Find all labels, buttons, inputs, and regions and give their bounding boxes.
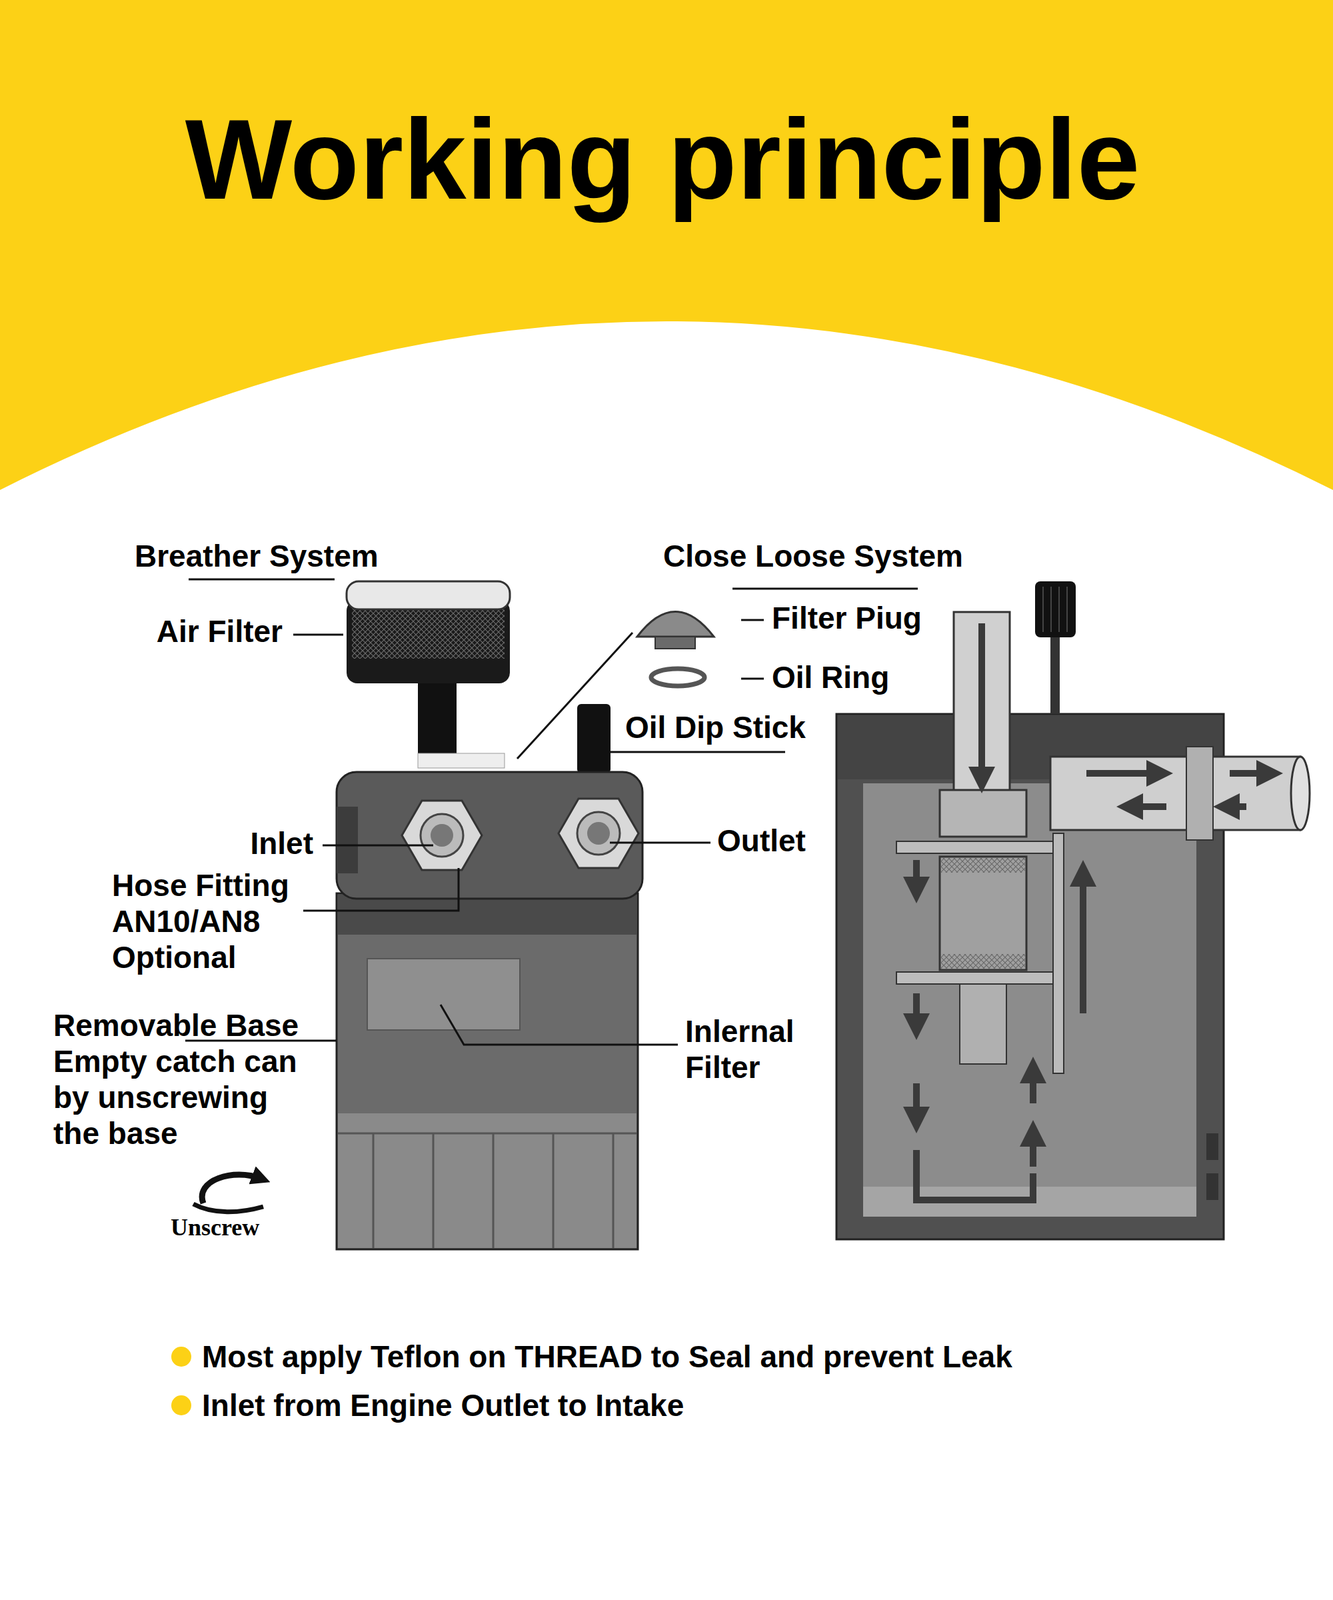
head-notch — [336, 806, 358, 874]
part-note: Hose Fitting AN10/AN8 Optional — [111, 867, 326, 976]
part-label: Inlernal Filter — [685, 1013, 839, 1086]
bullet-note: Inlet from Engine Outlet to Intake — [201, 1384, 684, 1425]
leader-line — [609, 841, 711, 844]
part-label: Filter Piug — [771, 599, 922, 636]
bullet-dot — [171, 1346, 192, 1367]
flow-arrow — [913, 1083, 920, 1120]
collar — [939, 789, 1027, 837]
can-body — [336, 893, 638, 1250]
flow-arrow — [1079, 873, 1087, 1014]
base-ribs — [337, 1133, 637, 1248]
page-title: Working principle — [0, 102, 1330, 216]
can-base — [337, 1113, 637, 1248]
flow-path — [916, 1149, 1034, 1200]
leader-line — [741, 677, 764, 680]
housing-chamber — [863, 783, 1197, 1217]
leader-lines — [185, 579, 918, 1045]
return-channel — [1053, 833, 1064, 1074]
outlet-nut — [1186, 746, 1214, 840]
flow-arrow — [913, 993, 920, 1027]
outlet-hole — [587, 821, 610, 845]
leader-line — [603, 751, 786, 754]
part-note: Removable Base Empty catch can by unscre… — [53, 1007, 314, 1152]
part-label: Inlet — [249, 825, 314, 862]
section-heading: Close Loose System — [663, 537, 964, 574]
leader-line — [517, 632, 633, 759]
unscrew-swoosh — [193, 1203, 264, 1212]
part-label: Air Filter — [156, 613, 283, 650]
leader-line — [322, 844, 434, 847]
leader-line — [303, 867, 459, 911]
dip-stick-shaft — [1050, 637, 1060, 714]
flow-arrow — [978, 623, 986, 780]
flow-arrow — [1229, 769, 1270, 777]
outlet-nipple — [577, 811, 620, 855]
air-filter-body — [346, 599, 510, 684]
leader-line — [293, 633, 344, 636]
inlet-pipe — [953, 611, 1010, 796]
flow-arrow — [1226, 803, 1247, 810]
leader-line — [188, 578, 335, 581]
leader-line — [741, 619, 764, 622]
filter-plug-thread — [655, 636, 696, 649]
filter-mesh — [941, 857, 1026, 873]
outlet-pipe — [1050, 756, 1301, 830]
leader-line — [732, 587, 918, 590]
flow-arrow — [1086, 769, 1160, 777]
oil-ring — [651, 668, 705, 686]
filter-mesh — [941, 953, 1026, 969]
knob-ridges — [1043, 586, 1068, 632]
breather-stem — [417, 683, 457, 757]
flow-arrow — [1029, 1069, 1037, 1104]
dip-stick — [577, 703, 611, 774]
unscrew-arrow — [201, 1174, 262, 1204]
inlet-nipple — [420, 813, 464, 857]
baffle — [896, 841, 1057, 854]
part-label: Oil Ring — [771, 659, 890, 696]
inner-filter — [939, 856, 1027, 970]
housing-slot — [1206, 1173, 1219, 1200]
baffle — [896, 971, 1057, 984]
inlet-hole — [430, 823, 454, 847]
flow-arrow — [913, 859, 920, 890]
dip-stick-knob — [1035, 581, 1076, 638]
part-label: Outlet — [717, 822, 806, 859]
air-filter-cap — [346, 581, 510, 610]
filter-plug-head — [637, 611, 714, 638]
air-filter-mesh — [351, 607, 505, 659]
flow-arrow — [1129, 803, 1167, 810]
outlet-end — [1291, 756, 1310, 830]
outlet-fitting — [558, 798, 639, 868]
can-head — [336, 771, 643, 899]
icon-label: Unscrew — [170, 1212, 260, 1242]
internal-filter-window — [367, 958, 520, 1030]
housing-slot — [1206, 1133, 1219, 1160]
can-band — [337, 894, 637, 935]
breather-neck — [417, 753, 505, 768]
yellow-header — [0, 0, 1333, 490]
drop-tube — [959, 983, 1007, 1064]
section-heading: Breather System — [134, 537, 379, 574]
bullet-dot — [171, 1394, 192, 1415]
leader-line — [440, 1004, 678, 1045]
part-label: Oil Dip Stick — [625, 709, 806, 746]
flow-arrow — [1029, 1133, 1037, 1167]
inlet-fitting — [401, 800, 482, 870]
flow-arrows — [916, 623, 1270, 1167]
bullet-note: Most apply Teflon on THREAD to Seal and … — [201, 1336, 1013, 1377]
